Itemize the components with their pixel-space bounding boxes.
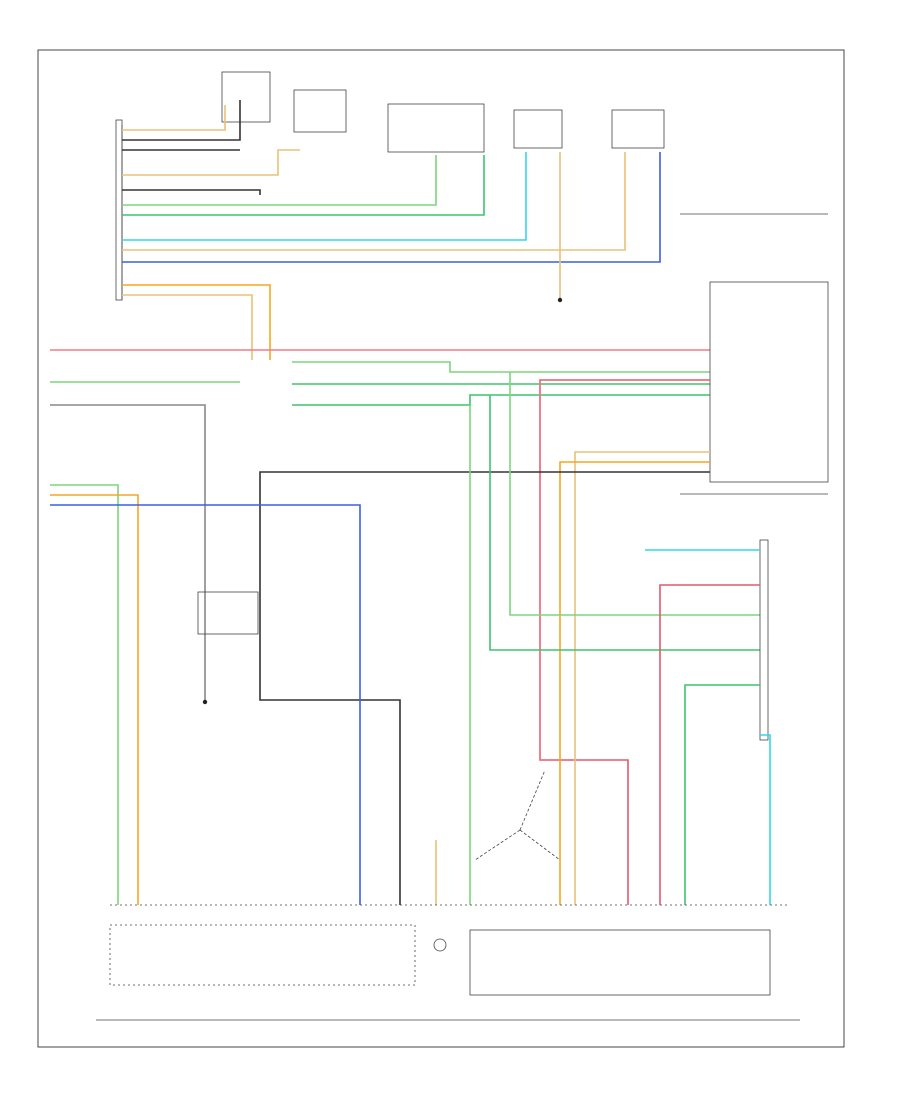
- middle-wires: [50, 349, 710, 705]
- front-relay: [513, 109, 563, 149]
- lower-left-wires: [50, 484, 361, 905]
- position-sensor: [197, 591, 259, 635]
- rear-relay: [611, 109, 665, 149]
- fuel-pump-relay: [387, 103, 485, 153]
- bottom-connector: [96, 904, 800, 1021]
- right-module: [680, 213, 829, 495]
- memory-switch: [759, 539, 769, 741]
- fuse-block: [221, 71, 271, 123]
- diagram-frame: [37, 49, 845, 1048]
- mirror-switch: [474, 769, 561, 861]
- ecm-connector: [115, 119, 123, 301]
- thermostat-sensor: [293, 89, 347, 133]
- ecm-wires: [122, 100, 661, 360]
